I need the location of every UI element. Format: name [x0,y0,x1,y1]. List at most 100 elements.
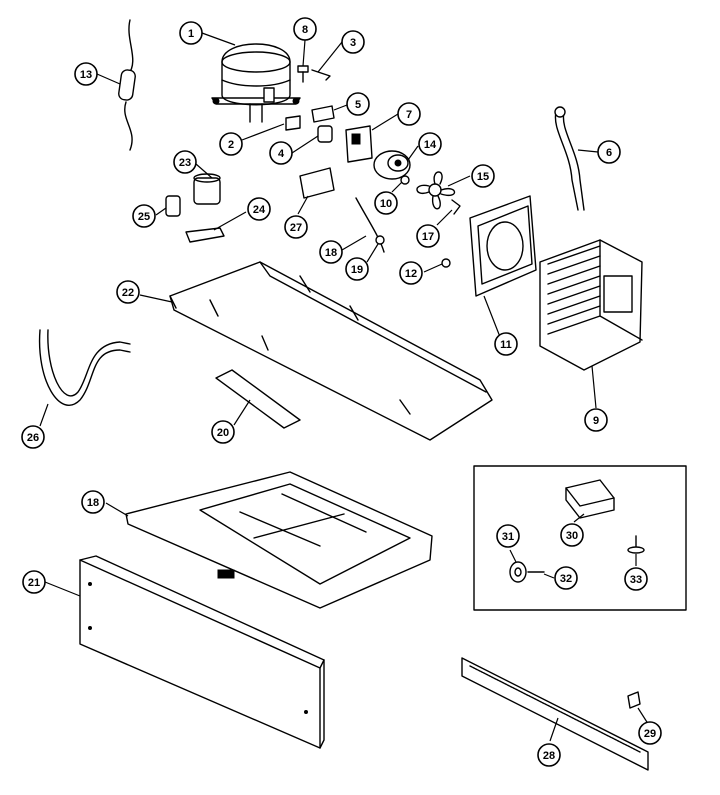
svg-text:13: 13 [80,69,92,81]
nut-12-part [441,258,451,268]
callout-9: 9 [584,408,608,432]
callout-30: 30 [560,523,584,547]
inset-frame [473,465,687,611]
base-pan-22-part [169,261,493,441]
cover-7-part [345,125,373,163]
clip-29-part [627,691,641,709]
callout-5: 5 [346,92,370,116]
foot-33-part [627,535,645,554]
fan-shroud-11-part [469,195,537,297]
svg-text:23: 23 [179,157,191,169]
svg-text:10: 10 [380,198,392,210]
svg-text:5: 5 [355,99,361,111]
svg-text:4: 4 [278,148,285,160]
callout-11: 11 [494,332,518,356]
svg-text:27: 27 [290,222,302,234]
svg-text:29: 29 [644,728,656,740]
callout-20: 20 [211,420,235,444]
svg-text:32: 32 [560,573,572,585]
callout-14: 14 [418,132,442,156]
callout-32: 32 [554,566,578,590]
callout-10: 10 [374,191,398,215]
svg-text:31: 31 [502,531,514,543]
clip-3-part [311,69,331,81]
strap-24-part [185,227,225,243]
fan-blade-15-part [416,171,456,210]
callout-18b: 18 [81,490,105,514]
svg-text:19: 19 [351,264,363,276]
front-panel-21-part [79,555,325,749]
callout-31: 31 [496,524,520,548]
nut-10-part [400,175,410,185]
callout-25: 25 [132,204,156,228]
grommet-2-part [285,115,301,131]
terminal-27-part [299,167,335,199]
svg-text:24: 24 [253,204,266,216]
callout-15: 15 [471,164,495,188]
leader-lines [39,32,653,742]
svg-text:21: 21 [28,577,40,589]
callout-17: 17 [416,224,440,248]
grommet-31-part [509,561,527,583]
condenser-coil-9-part [539,239,643,371]
svg-text:18: 18 [87,497,99,509]
callout-27: 27 [284,215,308,239]
screw-8-part [297,65,309,83]
callout-21: 21 [22,570,46,594]
callout-26: 26 [21,425,45,449]
callout-7: 7 [397,102,421,126]
compressor-part [211,43,301,123]
module-30-part [565,479,615,519]
svg-text:1: 1 [188,28,194,40]
callout-6: 6 [597,140,621,164]
callout-4: 4 [269,141,293,165]
callout-18a: 18 [319,240,343,264]
svg-text:3: 3 [350,37,356,49]
bracket-17-part [451,199,461,215]
svg-text:26: 26 [27,432,39,444]
callout-12: 12 [399,261,423,285]
svg-text:7: 7 [406,109,412,121]
brace-20-part [215,369,301,429]
callout-2: 2 [219,132,243,156]
callout-22: 22 [116,280,140,304]
svg-text:12: 12 [405,268,417,280]
callout-3: 3 [341,30,365,54]
grille-28-part [461,657,649,771]
callout-29: 29 [638,721,662,745]
svg-text:6: 6 [606,147,612,159]
svg-text:30: 30 [566,530,578,542]
callout-19: 19 [345,257,369,281]
svg-text:28: 28 [543,750,555,762]
relay-5-part [311,105,335,123]
svg-text:14: 14 [424,139,437,151]
fan-motor-14-part [373,150,411,180]
overload-4-part [317,125,333,143]
svg-text:20: 20 [217,427,229,439]
callout-33: 33 [624,567,648,591]
svg-text:15: 15 [477,171,489,183]
capacitor-23-part [193,173,221,205]
callout-28: 28 [537,743,561,767]
svg-text:33: 33 [630,574,642,586]
drain-tube-6-part [554,106,585,211]
drain-pan-part [125,471,433,609]
svg-text:18: 18 [325,247,337,259]
callout-1: 1 [179,21,203,45]
callout-13: 13 [74,62,98,86]
strip-18-part [355,197,385,253]
svg-text:17: 17 [422,231,434,243]
svg-text:11: 11 [500,339,512,351]
bracket-25-part [165,195,181,217]
callout-8: 8 [293,17,317,41]
svg-text:2: 2 [228,139,234,151]
svg-text:9: 9 [593,415,599,427]
svg-text:22: 22 [122,287,134,299]
drain-hose-26-part [38,329,131,406]
filter-drier-part [118,19,136,151]
svg-text:8: 8 [302,24,308,36]
screw-19-part [375,235,385,245]
svg-text:25: 25 [138,211,150,223]
callout-23: 23 [173,150,197,174]
